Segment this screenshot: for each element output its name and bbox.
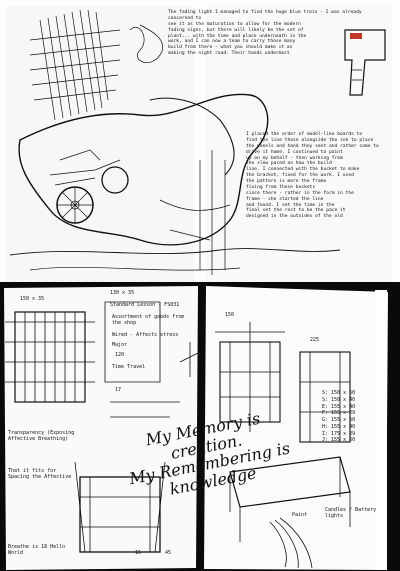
label-dim-1: 150 x 35 [20, 296, 45, 302]
label-num-6: 45 [165, 550, 172, 556]
label-item-2: Wired - Affects stress [112, 332, 179, 338]
label-num-4: 225 [310, 337, 320, 343]
sketch-paper-left [6, 6, 194, 284]
label-dim-2: 130 x 35 [110, 290, 135, 296]
label-candles: Candles / Battery lights [325, 507, 377, 519]
sketch-paper-right [206, 4, 392, 286]
label-item-4: Time Travel [112, 364, 146, 370]
label-dims-list: S: 150 x 60 S: 150 x 40 E: 155 x 40 F: 1… [322, 390, 356, 444]
label-side-a: Transparency (Exposing Affective Breathi… [8, 430, 75, 442]
label-num-1: 120 [115, 352, 125, 358]
label-num-2: 17 [115, 387, 122, 393]
sketchbook-top-sheet: The fading light I managed to find the h… [0, 0, 400, 286]
sketchbook-bottom-spread: 150 x 35 130 x 35 Standard Lesson - FS03… [0, 282, 400, 571]
label-side-b: That it fits for Spacing the Affective [8, 468, 72, 480]
label-paint: Paint [292, 512, 308, 518]
label-dim-3: Standard Lesson - FS031 [110, 302, 180, 308]
top-handwritten-paragraph-2: I placed the order of model-like boards … [246, 132, 379, 220]
top-sketch-drawing [9, 9, 386, 275]
bottom-sketch-drawing [4, 286, 388, 570]
label-num-3: 150 [225, 312, 235, 318]
label-side-c: Breathe is 18 Hello World [8, 544, 66, 556]
label-item-1: Assortment of goods from the shop [112, 314, 185, 326]
label-item-3: Major [112, 342, 128, 348]
top-handwritten-paragraph-1: The fading light I managed to find the h… [168, 10, 362, 57]
label-num-5: 16 [135, 550, 142, 556]
